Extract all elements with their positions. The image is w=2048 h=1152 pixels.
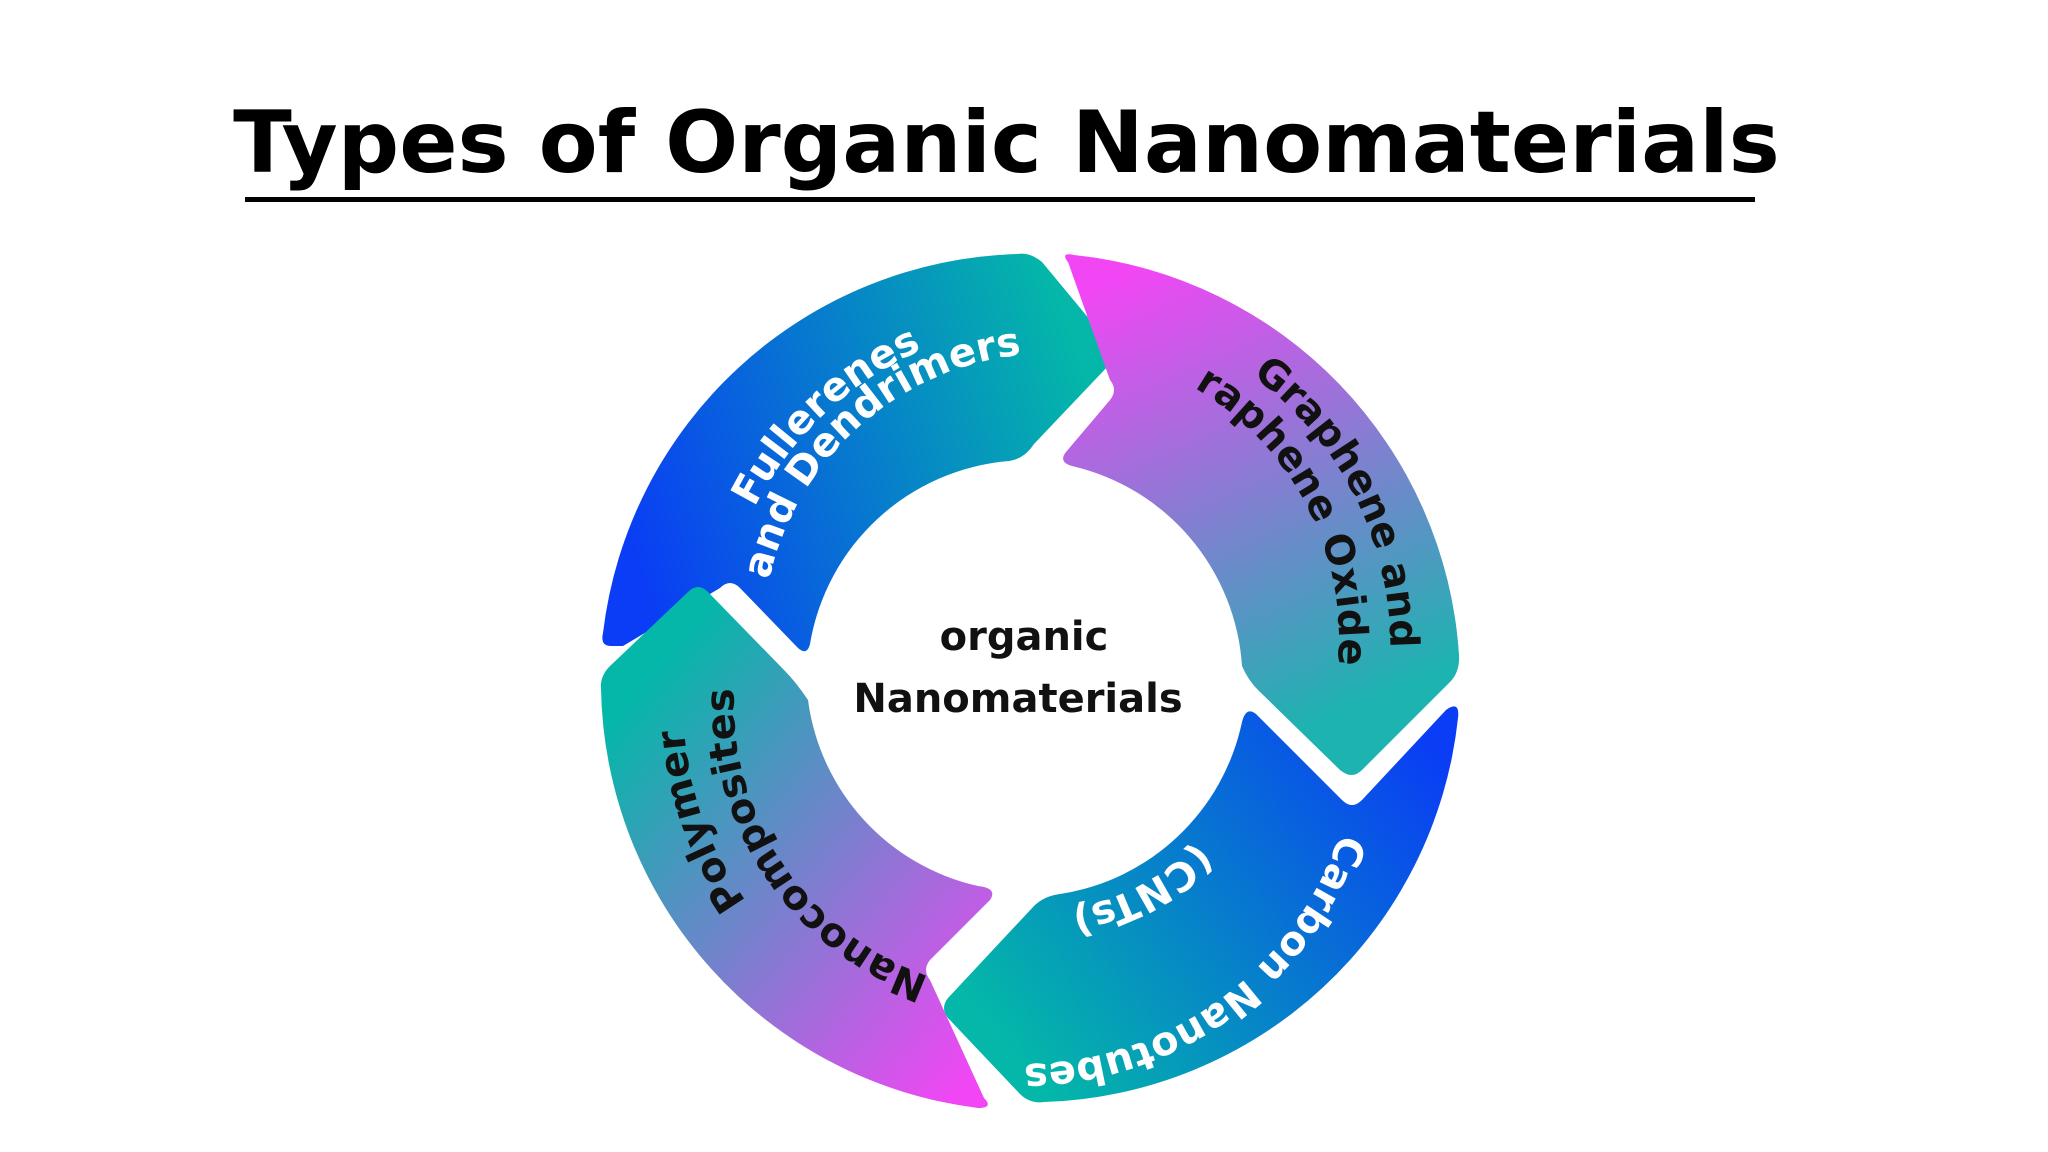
center-label-line2: Nanomaterials: [853, 676, 1182, 722]
segment-fullerenes-shape: [602, 253, 1114, 652]
title-underline: [245, 197, 1755, 202]
center-label: organic Nanomaterials: [853, 614, 1182, 722]
segment-graphene-shape: [1063, 254, 1460, 776]
segment-polymer: Polymer Nanocomposites: [600, 587, 993, 1108]
segment-cnt: Carbon Nanotubes (CNTs): [944, 706, 1459, 1103]
segment-polymer-shape: [600, 587, 993, 1108]
segment-fullerenes: Fullerenes and Dendrimers: [602, 253, 1114, 652]
page-title: Types of Organic Nanomaterials: [233, 93, 1780, 193]
center-label-line1: organic: [940, 614, 1109, 660]
segment-cnt-shape: [944, 706, 1459, 1103]
